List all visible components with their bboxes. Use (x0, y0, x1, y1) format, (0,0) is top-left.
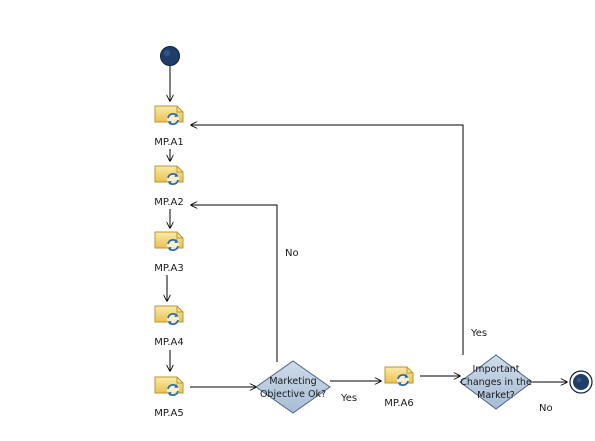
cycle-arrow-icon (167, 113, 179, 125)
edge-decision-2-yes-to-a1 (191, 125, 464, 355)
cycle-arrow-icon (167, 239, 179, 251)
task-node-a4[interactable]: MP.A4 (154, 305, 184, 348)
start-node (160, 46, 180, 66)
cycle-arrow-icon (167, 173, 179, 185)
decision-node-2[interactable]: Important Changes in the Market? (459, 354, 533, 410)
task-icon (154, 231, 184, 251)
task-label: MP.A3 (154, 263, 183, 274)
edges-layer (167, 66, 567, 387)
task-label: MP.A2 (154, 197, 183, 208)
edge-label-decision-2-yes: Yes (470, 328, 487, 339)
task-icon (154, 305, 184, 325)
decision-text-line: Objective Ok? (260, 389, 326, 400)
task-label: MP.A5 (154, 408, 183, 419)
decision-text-line: Important (472, 364, 519, 375)
task-node-a3[interactable]: MP.A3 (154, 231, 184, 274)
end-node (569, 370, 593, 394)
task-icon (384, 366, 414, 386)
task-icon (154, 376, 184, 396)
edge-label-decision-1-yes: Yes (340, 393, 357, 404)
task-node-a6[interactable]: MP.A6 (384, 366, 414, 409)
cycle-arrow-icon (167, 313, 179, 325)
task-icon (154, 105, 184, 125)
decision-node-1[interactable]: Marketing Objective Ok? (255, 360, 331, 414)
cycle-arrow-icon (397, 374, 409, 386)
edge-label-decision-1-no: No (285, 248, 299, 259)
decision-text-line: Changes in the (460, 377, 532, 388)
edge-decision-1-no-to-a2 (191, 205, 278, 362)
task-node-a2[interactable]: MP.A2 (154, 165, 184, 208)
task-label: MP.A1 (154, 137, 183, 148)
edge-label-decision-2-no: No (539, 403, 553, 414)
decision-text-line: Market? (477, 390, 515, 401)
cycle-arrow-icon (167, 384, 179, 396)
task-node-a1[interactable]: MP.A1 (154, 105, 184, 148)
task-icon (154, 165, 184, 185)
task-node-a5[interactable]: MP.A5 (154, 376, 184, 419)
task-label: MP.A6 (384, 398, 413, 409)
decision-text-line: Marketing (269, 376, 316, 387)
task-label: MP.A4 (154, 337, 183, 348)
